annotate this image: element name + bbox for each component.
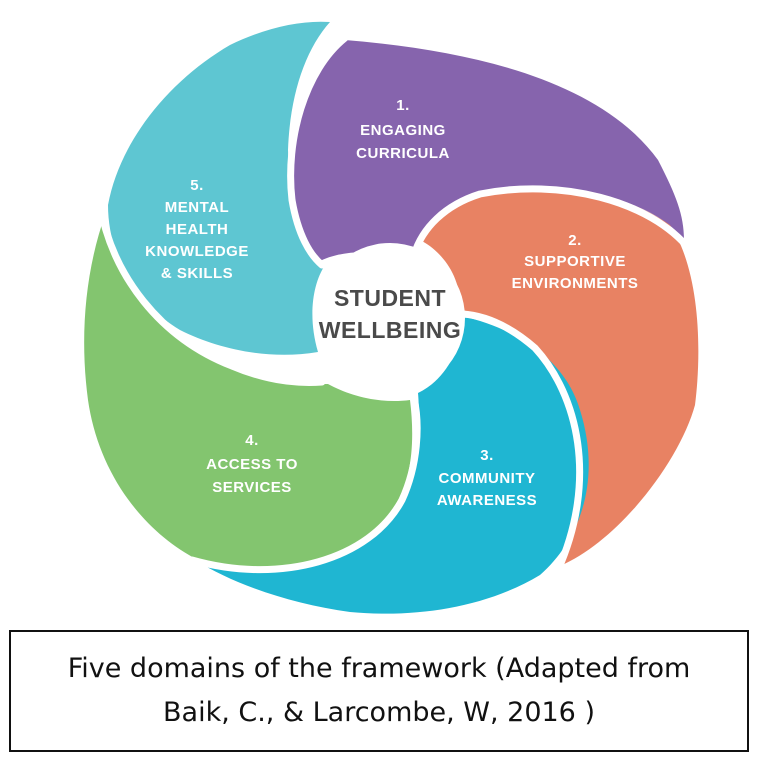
- domain-4-line1: ACCESS TO: [206, 456, 298, 473]
- domain-2-line1: SUPPORTIVE: [524, 253, 626, 270]
- center-title-line1: STUDENT: [334, 285, 446, 311]
- domain-3-line2: AWARENESS: [437, 492, 537, 509]
- domain-5-number: 5.: [190, 177, 204, 194]
- caption-line2: Baik, C., & Larcombe, W, 2016 ): [163, 697, 595, 728]
- domain-3-line1: COMMUNITY: [439, 470, 536, 487]
- segment-mental-health-knowledge: [108, 21, 330, 355]
- domain-5-line4: & SKILLS: [161, 265, 233, 282]
- domain-1-number: 1.: [396, 97, 410, 114]
- domain-5-line2: HEALTH: [166, 221, 229, 238]
- segment-access-to-services: [84, 215, 413, 568]
- domain-1-line1: ENGAGING: [360, 122, 446, 139]
- domain-5-line1: MENTAL: [165, 199, 229, 216]
- segment-engaging-curricula: [289, 40, 684, 262]
- domain-4-line2: SERVICES: [212, 479, 292, 496]
- domain-5-line3: KNOWLEDGE: [145, 243, 249, 260]
- wellbeing-diagram: STUDENT WELLBEING 1. ENGAGING CURRICULA …: [84, 21, 699, 614]
- domain-2-number: 2.: [568, 232, 582, 249]
- segment-separators: [96, 34, 694, 574]
- center-circle: [315, 243, 465, 393]
- domain-3-number: 3.: [480, 447, 494, 464]
- center-title-line2: WELLBEING: [319, 317, 462, 343]
- domain-4-number: 4.: [245, 432, 259, 449]
- segment-community-awareness: [195, 316, 589, 614]
- domain-2-line2: ENVIRONMENTS: [512, 275, 639, 292]
- caption-line1: Five domains of the framework (Adapted f…: [67, 653, 691, 684]
- domain-1-line2: CURRICULA: [356, 145, 450, 162]
- caption-box: Five domains of the framework (Adapted f…: [9, 630, 749, 752]
